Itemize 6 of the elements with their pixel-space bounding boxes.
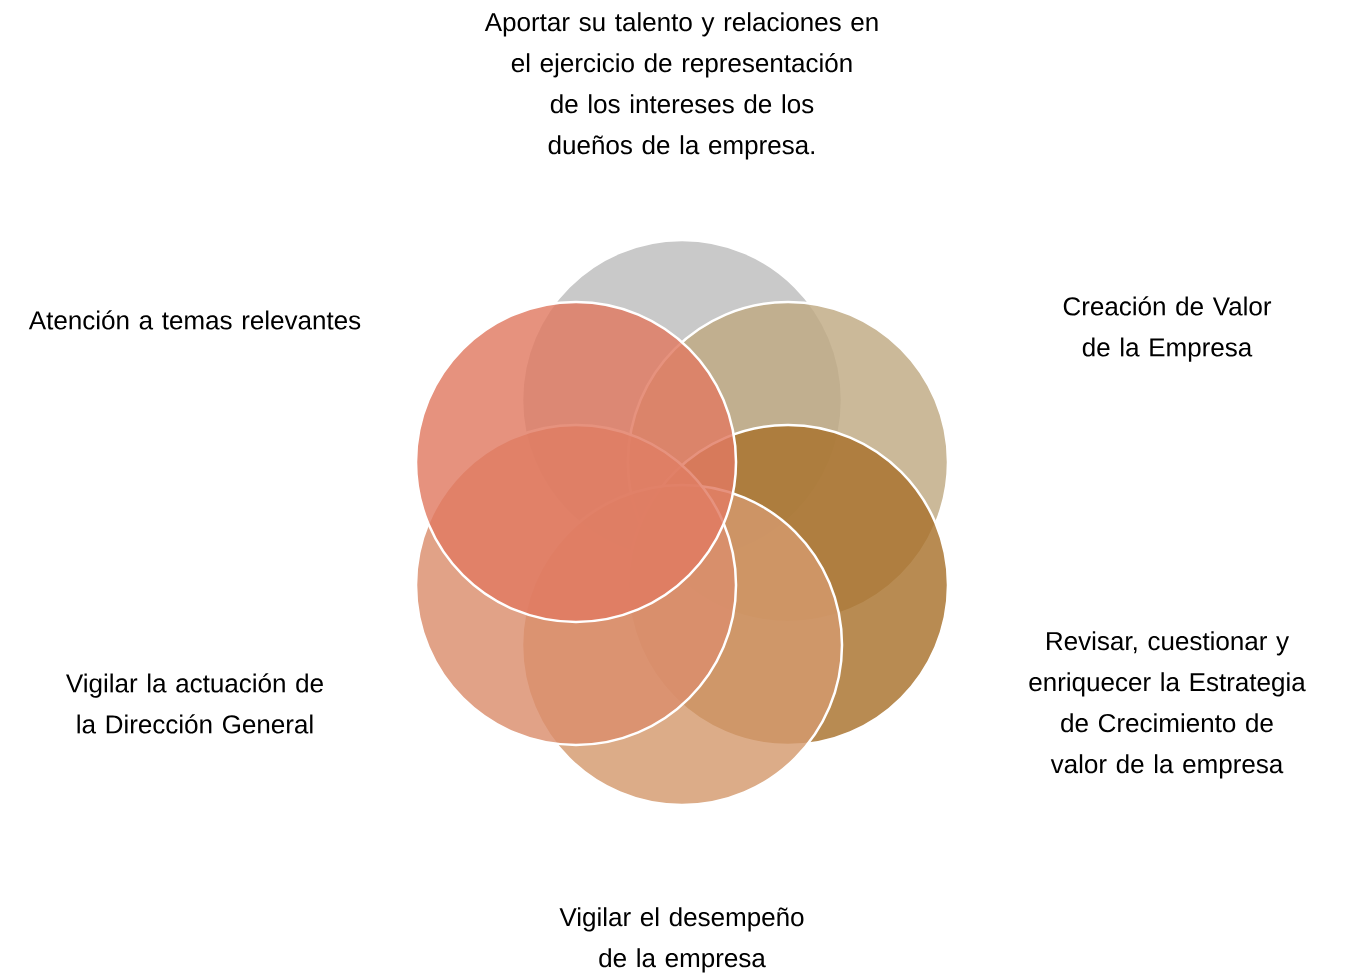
caption: Creación de Valor de la Empresa [1063, 296, 1272, 362]
caption: Revisar, cuestionar y enriquecer la Estrategia de Crecimiento de valor de la empresa [1029, 631, 1306, 779]
caption: Aportar su talento y relaciones en el ejercicio de representación de los intereses de los dueños de la empresa. [484, 12, 878, 160]
caption: Vigilar el desempeño de la empresa [559, 907, 804, 973]
caption: Vigilar la actuación de la Dirección General [66, 673, 323, 734]
caption: Atención a temas relevantes [28, 310, 361, 330]
